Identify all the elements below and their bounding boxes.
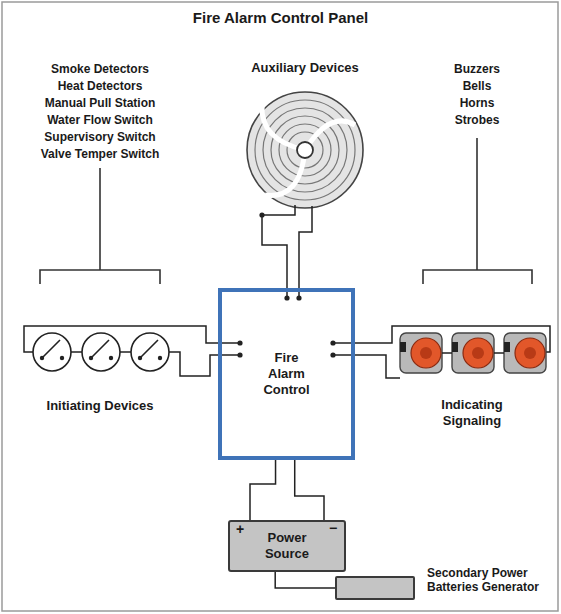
wire xyxy=(333,326,550,378)
node-text: Secondary Power Batteries Generator xyxy=(427,566,545,595)
device-label: Valve Temper Switch xyxy=(5,147,195,161)
device-label: Supervisory Switch xyxy=(5,130,195,144)
signaling-device xyxy=(400,333,546,373)
bracket xyxy=(40,168,160,284)
terminal-dot xyxy=(296,295,301,300)
device-label: Manual Pull Station xyxy=(5,96,195,110)
terminal-dot xyxy=(284,295,289,300)
device-label: Buzzers xyxy=(402,62,552,76)
device-label: Horns xyxy=(402,96,552,110)
control-panel-box: Fire Alarm Control xyxy=(218,288,355,460)
device-label: Smoke Detectors xyxy=(5,62,195,76)
power-wire xyxy=(250,460,324,520)
wire xyxy=(262,205,312,298)
device-label: Auxiliary Devices xyxy=(205,60,405,76)
battery-box xyxy=(335,576,415,600)
device-label: Heat Detectors xyxy=(5,79,195,93)
bracket xyxy=(423,138,532,284)
power-source-box: Power Source xyxy=(228,520,346,572)
auxiliary-device xyxy=(247,92,363,208)
power-wire xyxy=(275,572,335,588)
device-label: Strobes xyxy=(402,113,552,127)
node-text: Fire Alarm Control xyxy=(256,350,318,399)
device-label: Indicating Signaling xyxy=(430,397,514,428)
switch-contact xyxy=(40,340,243,360)
wire xyxy=(24,326,240,376)
terminal-dot xyxy=(330,340,335,345)
secondary-power-box: Secondary Power Batteries Generator xyxy=(335,566,547,610)
terminal-dot xyxy=(259,212,264,217)
device-label: Water Flow Switch xyxy=(5,113,195,127)
polarity-sign: + xyxy=(232,521,248,538)
terminal-dot xyxy=(330,352,335,357)
initiating-device xyxy=(33,333,169,371)
diagram-title: Fire Alarm Control Panel xyxy=(0,9,561,27)
node-text: Power Source xyxy=(256,530,318,561)
device-label: Bells xyxy=(402,79,552,93)
device-label: Initiating Devices xyxy=(10,398,190,414)
polarity-sign: − xyxy=(325,520,341,537)
